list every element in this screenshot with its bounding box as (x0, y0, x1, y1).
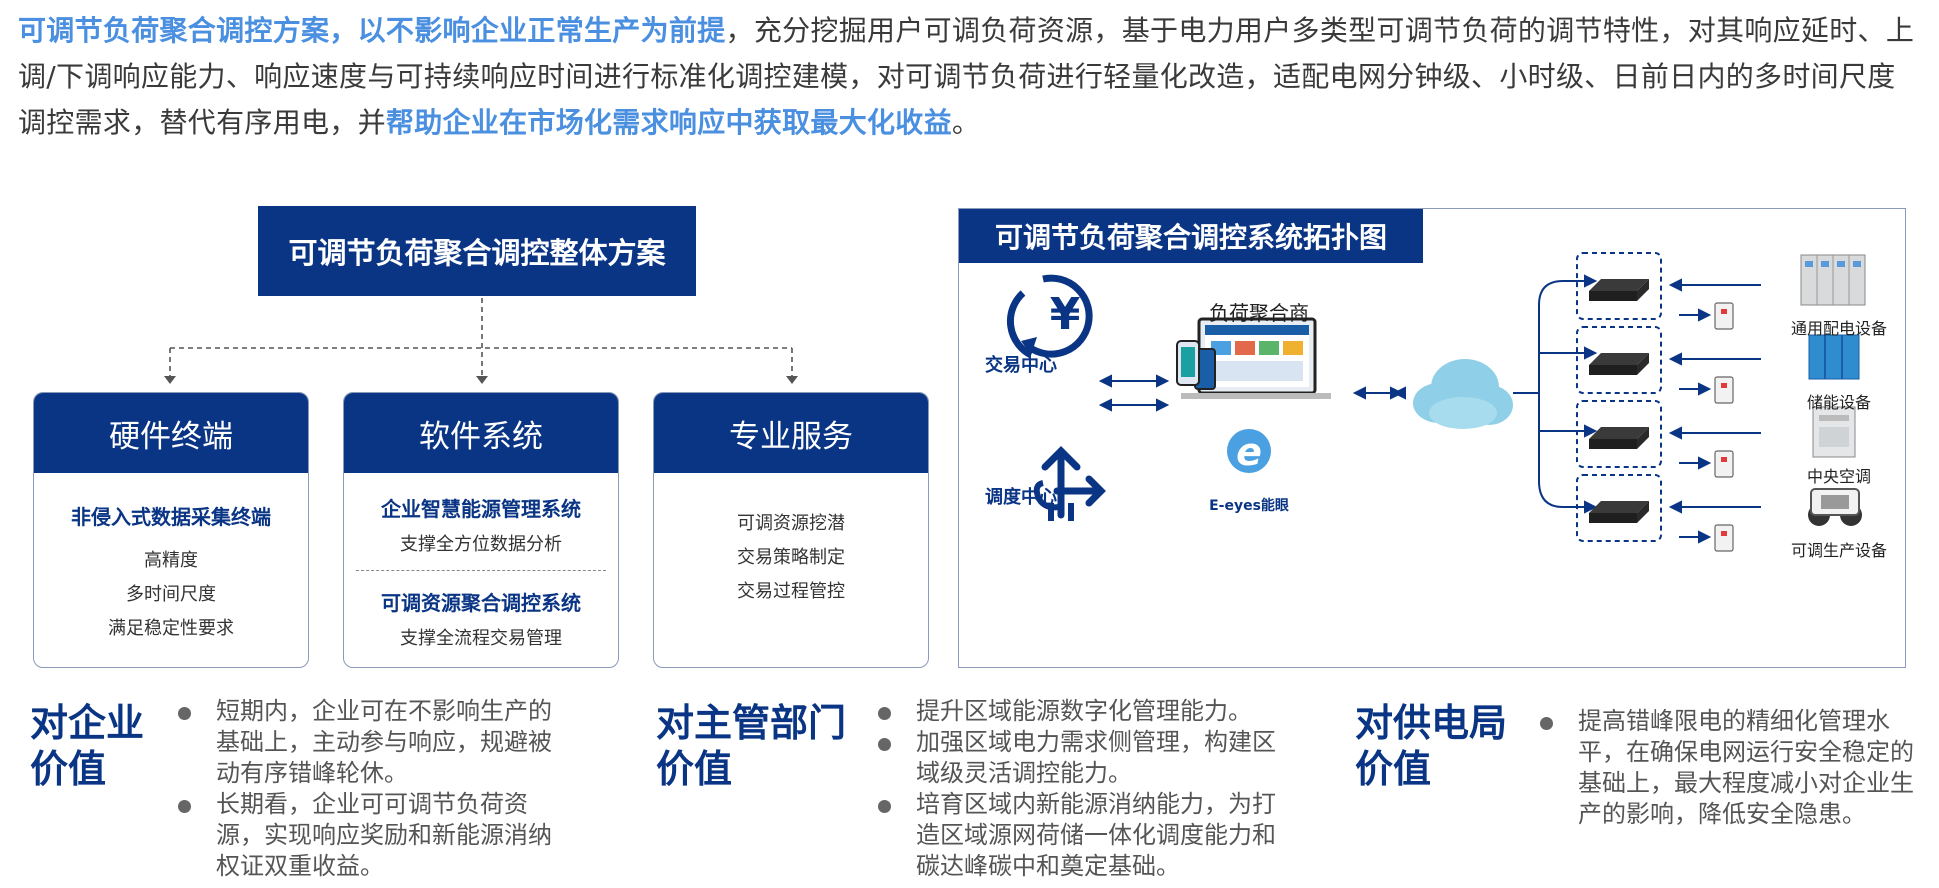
value-item: 长期看，企业可可调节负荷资源，实现响应奖励和新能源消纳权证双重收益。 (172, 789, 562, 882)
card-service-line: 交易过程管控 (737, 581, 845, 602)
topology-title: 可调节负荷聚合调控系统拓扑图 (959, 209, 1423, 263)
intro-highlight-1: 可调节负荷聚合调控方案，以不影响企业正常生产为前提 (18, 14, 726, 47)
device-label: 通用配电设备 (1790, 319, 1887, 338)
terminal-row-1 (1576, 252, 1662, 320)
value-list-enterprise: 短期内，企业可在不影响生产的基础上，主动参与响应，规避被动有序错峰轮休。 长期看… (172, 696, 562, 882)
svg-text:e: e (1236, 430, 1262, 474)
cloud-icon (1413, 359, 1513, 429)
brand-label: E-eyes能眼 (1209, 498, 1289, 514)
card-software: 软件系统 企业智慧能源管理系统 支撑全方位数据分析 可调资源聚合调控系统 支撑全… (343, 392, 619, 668)
card-service-title: 专业服务 (654, 393, 928, 473)
value-title-utility: 对供电局价值 (1355, 701, 1508, 791)
scheme-title: 可调节负荷聚合调控整体方案 (258, 206, 696, 296)
value-item: 提升区域能源数字化管理能力。 (872, 696, 1292, 727)
device-label: 可调生产设备 (1790, 541, 1887, 560)
value-item: 提高错峰限电的精细化管理水平，在确保电网运行安全稳定的基础上，最大程度减小对企业… (1534, 706, 1934, 830)
intro-text: ，充分挖掘用户可调负荷资源，基于电力用户多类型可调节负荷的调节特性，对其响应延时… (18, 14, 1915, 139)
value-list-utility: 提高错峰限电的精细化管理水平，在确保电网运行安全稳定的基础上，最大程度减小对企业… (1534, 706, 1934, 830)
meter-icons (1714, 302, 1734, 552)
device-label: 储能设备 (1806, 393, 1871, 412)
card-hardware-subtitle: 非侵入式数据采集终端 (71, 505, 271, 529)
topology-panel: 可调节负荷聚合调控系统拓扑图 ¥ (958, 208, 1906, 668)
trading-center-label: 交易中心 (985, 355, 1057, 376)
trading-center-icon: ¥ (1007, 274, 1093, 359)
card-hardware: 硬件终端 非侵入式数据采集终端 高精度 多时间尺度 满足稳定性要求 (33, 392, 309, 668)
card-software-divider (356, 570, 606, 571)
card-hardware-line: 高精度 (144, 550, 198, 571)
dispatch-center-icon (1033, 446, 1106, 521)
value-item: 短期内，企业可在不影响生产的基础上，主动参与响应，规避被动有序错峰轮休。 (172, 696, 562, 789)
card-hardware-line: 多时间尺度 (126, 584, 216, 605)
switchgear-icon (1800, 254, 1866, 306)
device-label: 中央空调 (1806, 467, 1871, 486)
intro-highlight-2: 帮助企业在市场化需求响应中获取最大化收益 (385, 106, 952, 139)
card-software-subtitle: 企业智慧能源管理系统 (381, 497, 581, 521)
air-conditioner-icon (1812, 406, 1856, 458)
terminal-row-4 (1576, 474, 1662, 542)
aggregator-label: 负荷聚合商 (1209, 301, 1309, 325)
value-title-authority: 对主管部门价值 (656, 701, 847, 791)
e-eyes-logo-icon: e (1227, 429, 1271, 474)
card-hardware-line: 满足稳定性要求 (108, 618, 234, 639)
card-software-line: 支撑全方位数据分析 (400, 534, 562, 555)
card-software-subtitle: 可调资源聚合调控系统 (381, 591, 581, 615)
card-service-line: 交易策略制定 (737, 547, 845, 568)
intro-end: 。 (951, 106, 981, 139)
energy-storage-icon (1808, 334, 1860, 380)
value-item: 培育区域内新能源消纳能力，为打造区域源网荷储一体化调度能力和碳达峰碳中和奠定基础… (872, 789, 1292, 882)
card-software-line: 支撑全流程交易管理 (400, 628, 562, 649)
generator-icon (1808, 488, 1862, 526)
card-software-title: 软件系统 (344, 393, 618, 473)
terminal-row-3 (1576, 400, 1662, 468)
svg-text:¥: ¥ (1050, 289, 1081, 340)
card-service: 专业服务 可调资源挖潜 交易策略制定 交易过程管控 (653, 392, 929, 668)
topology-diagram: ¥ (1007, 252, 1866, 552)
value-title-enterprise: 对企业价值 (30, 701, 145, 791)
intro-paragraph: 可调节负荷聚合调控方案，以不影响企业正常生产为前提，充分挖掘用户可调负荷资源，基… (18, 8, 1923, 146)
aggregator-screens (1176, 317, 1331, 399)
terminal-row-2 (1576, 326, 1662, 394)
card-hardware-title: 硬件终端 (34, 393, 308, 473)
value-item: 加强区域电力需求侧管理，构建区域级灵活调控能力。 (872, 727, 1292, 789)
card-service-line: 可调资源挖潜 (737, 513, 845, 534)
dispatch-center-label: 调度中心 (985, 487, 1057, 508)
value-list-authority: 提升区域能源数字化管理能力。 加强区域电力需求侧管理，构建区域级灵活调控能力。 … (872, 696, 1292, 882)
